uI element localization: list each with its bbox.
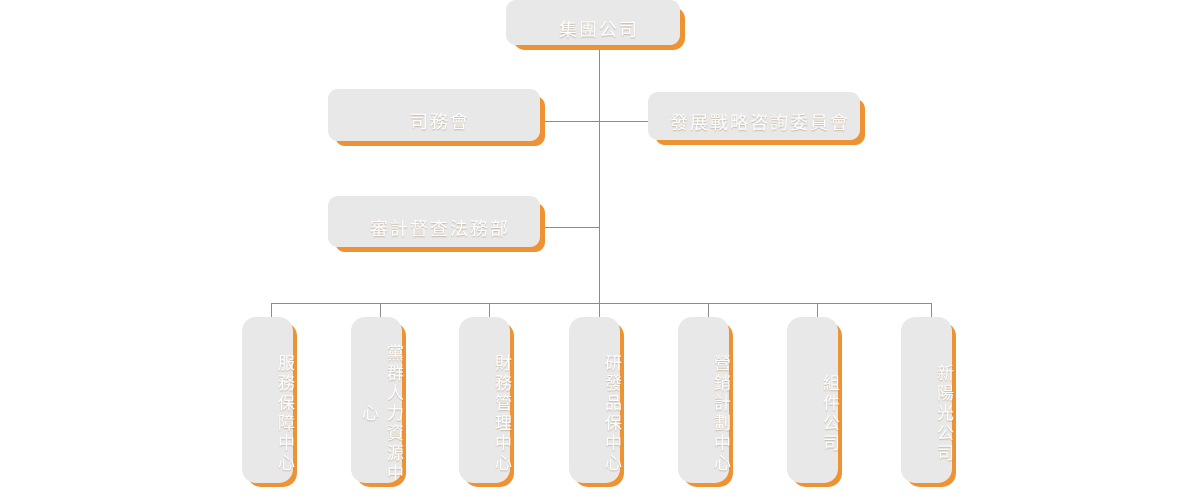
- connector-drop-1: [271, 303, 272, 323]
- node-label: 審計督查法務部: [370, 218, 510, 239]
- node-label: 發展戰略咨詢委員會: [670, 113, 850, 133]
- node-unit-new-sunshine-company[interactable]: 新陽光公司: [901, 317, 956, 487]
- connector-drop-3: [489, 303, 490, 323]
- node-label: 服務保障中心: [275, 353, 294, 474]
- node-label: 新陽光公司: [934, 363, 953, 464]
- node-unit-rnd-quality-center[interactable]: 研發品保中心: [569, 317, 624, 487]
- connector-level2-horizontal: [545, 121, 655, 122]
- node-label: 組件公司: [820, 373, 839, 454]
- connector-drop-4: [599, 303, 600, 323]
- node-label: 營銷計劃中心: [711, 353, 730, 474]
- connector-unit-bus: [271, 303, 931, 304]
- node-staff-executive-council[interactable]: 司務會: [328, 89, 545, 146]
- connector-level3-horizontal: [545, 227, 600, 228]
- node-label: 集團公司: [559, 19, 639, 40]
- node-staff-audit-legal-department[interactable]: 審計督查法務部: [328, 196, 545, 252]
- node-staff-strategy-advisory-committee[interactable]: 發展戰略咨詢委員會: [648, 92, 865, 145]
- node-label: 研發品保中心: [602, 353, 621, 474]
- node-unit-party-hr-center[interactable]: 黨群人力資源中心: [351, 317, 406, 487]
- node-label: 司務會: [410, 112, 470, 132]
- node-unit-marketing-planning-center[interactable]: 營銷計劃中心: [678, 317, 733, 487]
- node-unit-service-support-center[interactable]: 服務保障中心: [242, 317, 297, 487]
- connector-drop-7: [931, 303, 932, 323]
- connector-drop-2: [380, 303, 381, 323]
- node-root-group-company[interactable]: 集團公司: [506, 0, 685, 50]
- node-label: 黨群人力資源中心: [359, 343, 403, 484]
- node-unit-finance-management-center[interactable]: 財務管理中心: [459, 317, 514, 487]
- node-label: 財務管理中心: [492, 353, 511, 474]
- node-unit-module-company[interactable]: 組件公司: [787, 317, 842, 487]
- connector-drop-6: [817, 303, 818, 323]
- connector-drop-5: [708, 303, 709, 323]
- connector-spine-vertical: [599, 50, 600, 303]
